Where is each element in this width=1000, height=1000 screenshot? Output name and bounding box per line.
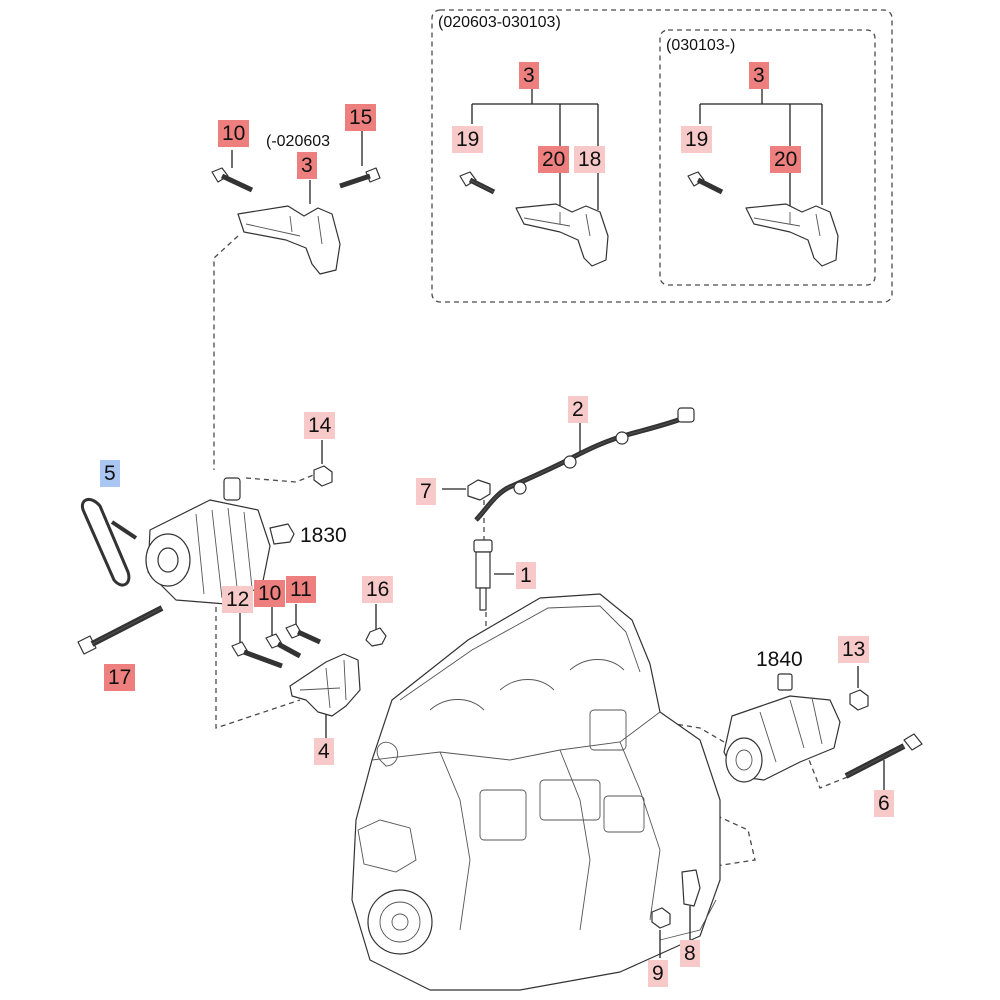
callout-20-panel-a[interactable]: 20 bbox=[538, 146, 570, 173]
callout-13[interactable]: 13 bbox=[838, 636, 870, 663]
callout-9[interactable]: 9 bbox=[648, 960, 668, 987]
variant-panel-b bbox=[659, 29, 876, 286]
alternator bbox=[145, 477, 271, 605]
callout-1840[interactable]: 1840 bbox=[756, 648, 803, 671]
callout-3-panel-a[interactable]: 3 bbox=[519, 62, 539, 89]
nut-9 bbox=[651, 907, 671, 958]
callout-18[interactable]: 18 bbox=[574, 146, 606, 173]
callout-19-panel-b[interactable]: 19 bbox=[681, 126, 713, 153]
callout-10-top[interactable]: 10 bbox=[218, 120, 250, 147]
engine-block bbox=[351, 593, 721, 991]
panel-a-bracket bbox=[515, 203, 609, 267]
nut-13 bbox=[849, 666, 869, 711]
range-label-c: (-020603 bbox=[266, 133, 331, 150]
callout-20-panel-b[interactable]: 20 bbox=[770, 146, 802, 173]
callout-1[interactable]: 1 bbox=[516, 562, 536, 589]
top-bolts bbox=[211, 167, 381, 193]
callout-3-main[interactable]: 3 bbox=[297, 152, 317, 179]
range-label-a: (020603-030103) bbox=[438, 14, 561, 31]
harness-2 bbox=[474, 407, 695, 522]
bolt-6 bbox=[844, 733, 923, 790]
top-bracket bbox=[237, 205, 341, 275]
callout-14[interactable]: 14 bbox=[304, 412, 336, 439]
nut-14 bbox=[313, 440, 333, 487]
callout-5[interactable]: 5 bbox=[100, 460, 120, 487]
glow-plug-1 bbox=[473, 539, 514, 611]
lower-bolts bbox=[231, 623, 387, 669]
connector-1830 bbox=[269, 523, 295, 545]
clip-8 bbox=[681, 869, 701, 940]
small-bolt-5 bbox=[110, 520, 138, 540]
callout-4[interactable]: 4 bbox=[314, 738, 334, 765]
callout-10-mid[interactable]: 10 bbox=[254, 580, 286, 607]
callout-12[interactable]: 12 bbox=[222, 586, 254, 613]
top-leaders bbox=[231, 130, 363, 204]
callout-19-panel-a[interactable]: 19 bbox=[452, 126, 484, 153]
starter-motor bbox=[723, 673, 841, 783]
callout-15[interactable]: 15 bbox=[345, 104, 377, 131]
panel-a-bolt bbox=[459, 171, 496, 195]
v-belt bbox=[81, 497, 131, 587]
callout-16[interactable]: 16 bbox=[362, 576, 394, 603]
callout-7[interactable]: 7 bbox=[416, 478, 436, 505]
range-label-b: (030103-) bbox=[666, 37, 736, 54]
panel-b-bracket bbox=[745, 203, 839, 267]
nut-7 bbox=[442, 479, 491, 501]
variant-panel-a bbox=[431, 9, 893, 303]
long-bolt-17 bbox=[77, 605, 164, 655]
callout-17[interactable]: 17 bbox=[104, 664, 136, 691]
callout-8[interactable]: 8 bbox=[680, 940, 700, 967]
callout-11[interactable]: 11 bbox=[286, 576, 316, 603]
bracket-4 bbox=[289, 653, 361, 717]
callout-3-panel-b[interactable]: 3 bbox=[749, 62, 769, 89]
callout-6[interactable]: 6 bbox=[874, 790, 894, 817]
panel-b-bolt bbox=[687, 171, 724, 195]
callout-2[interactable]: 2 bbox=[568, 396, 588, 423]
callout-1830[interactable]: 1830 bbox=[300, 524, 347, 547]
